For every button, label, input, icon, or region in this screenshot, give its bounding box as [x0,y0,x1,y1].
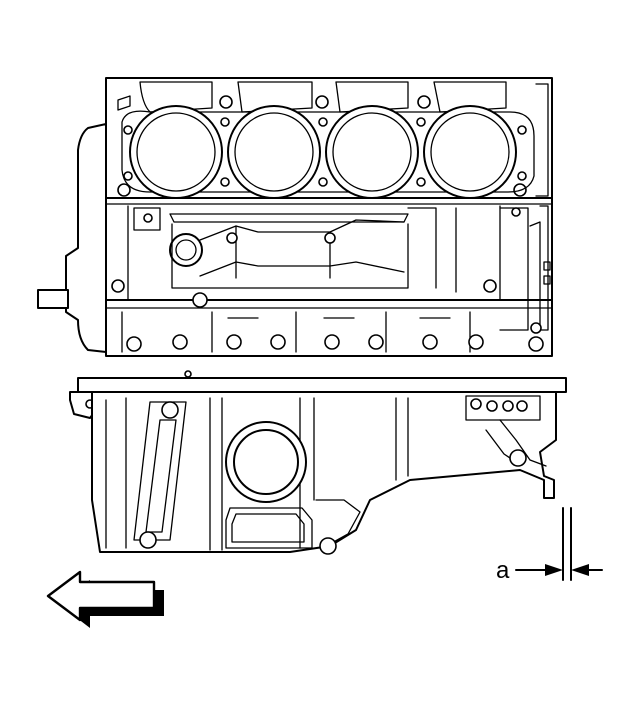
callout-a-label: a [496,557,510,584]
deck-bolt-holes [123,117,527,187]
engine-block [37,77,553,357]
direction-arrow-icon [46,570,164,628]
callout-a: a [496,507,603,584]
oil-pan [69,370,567,555]
cylinder-bores [129,105,517,199]
